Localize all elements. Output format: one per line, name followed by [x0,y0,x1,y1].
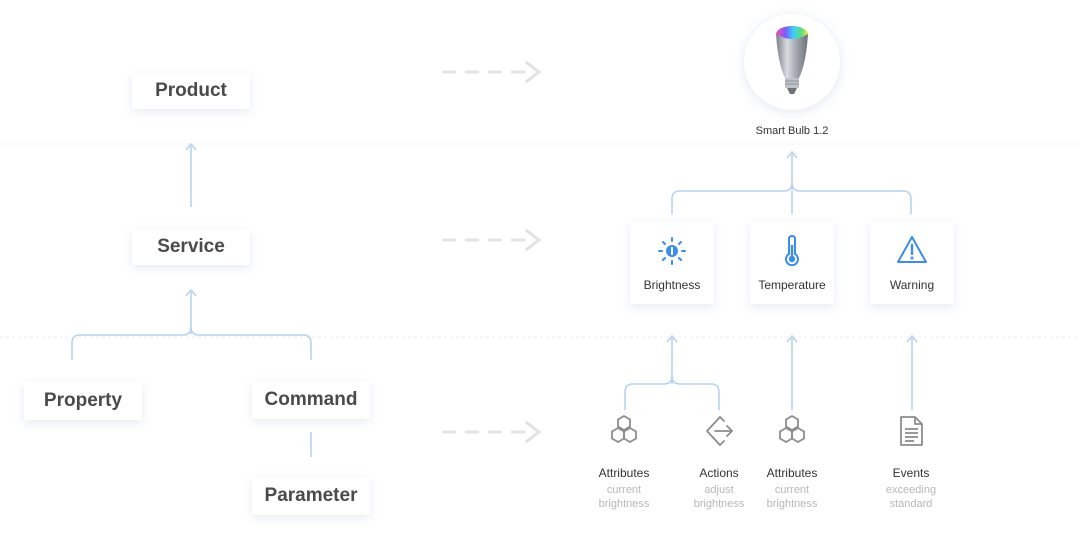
smart-bulb-label: Smart Bulb 1.2 [755,125,829,137]
left-connectors [71,142,312,457]
element-actions: Actions adjust brightness [674,414,764,511]
element-title: Attributes [766,466,818,480]
right-connectors [624,150,918,410]
parameter-box: Parameter [252,477,370,515]
service-label-warning: Warning [889,278,935,292]
element-desc: current brightness [598,484,650,510]
warning-icon [897,236,927,263]
dashed-arrow-service [442,228,542,252]
element-desc: exceeding standard [885,484,937,510]
thermometer-icon [785,234,799,266]
property-label: Property [43,390,123,411]
hexagon-cluster-icon [611,414,637,444]
element-attributes-1: Attributes current brightness [579,414,669,511]
dashed-arrow-product [442,60,542,84]
service-box: Service [132,229,250,265]
service-label: Service [157,236,225,257]
service-card-warning: Warning [870,222,954,304]
service-card-brightness: Brightness [630,222,714,304]
command-box: Command [252,381,370,419]
dashed-arrows [442,60,542,444]
service-card-temperature: Temperature [750,222,834,304]
document-icon [900,416,923,446]
element-title: Events [892,466,930,480]
command-label: Command [264,389,358,410]
smart-bulb-circle [744,14,840,110]
element-events: Events exceeding standard [866,414,956,511]
element-title: Actions [699,466,739,480]
property-box: Property [24,382,142,420]
service-label-temperature: Temperature [758,278,826,292]
sun-icon [658,237,686,265]
element-desc: adjust brightness [693,484,745,510]
service-label-brightness: Brightness [643,278,701,292]
parameter-label: Parameter [264,485,358,506]
element-title: Attributes [598,466,650,480]
hexagon-cluster-icon [779,414,805,444]
element-attributes-2: Attributes current brightness [747,414,837,511]
product-label: Product [155,80,227,101]
smart-bulb-icon [776,26,808,94]
dashed-arrow-property [442,420,542,444]
product-box: Product [132,73,250,109]
element-desc: current brightness [766,484,818,510]
action-arrow-icon [706,416,733,446]
